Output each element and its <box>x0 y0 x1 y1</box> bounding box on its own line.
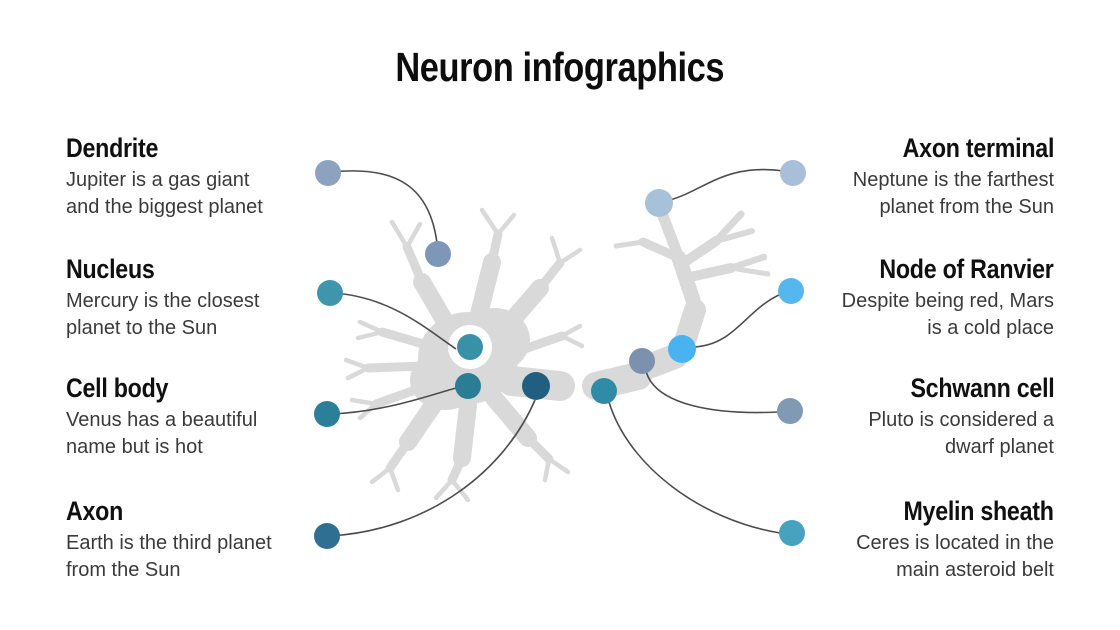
axon-terminal-marker-dot <box>645 189 673 217</box>
myelin-sheath-heading: Myelin sheath <box>903 496 1054 526</box>
dendrite-label-dot <box>315 160 341 186</box>
neuron-marker-dots <box>425 189 696 404</box>
axon-terminal-heading: Axon terminal <box>902 133 1055 163</box>
label-block-nucleus: Nucleus Mercury is the closest planet to… <box>66 254 356 342</box>
label-block-axon: Axon Earth is the third planet from the … <box>66 496 356 584</box>
node-of-ranvier-label-dot <box>778 278 804 304</box>
dendrite-marker-dot <box>425 241 451 267</box>
cell-body-label-dot <box>314 401 340 427</box>
label-dots <box>314 160 806 549</box>
axon-terminal-connector <box>669 168 785 201</box>
axon-terminal-label-dot <box>780 160 806 186</box>
label-block-myelin-sheath: Myelin sheath Ceres is located in the ma… <box>764 496 1054 584</box>
nucleus-label-dot <box>317 280 343 306</box>
neuron-silhouette <box>343 207 771 503</box>
nucleus-connector <box>331 292 457 350</box>
cell-body-heading: Cell body <box>66 373 169 403</box>
axon-label-dot <box>314 523 340 549</box>
myelin-sheath-marker-dot <box>591 378 617 404</box>
label-block-schwann-cell: Schwann cell Pluto is considered a dwarf… <box>764 373 1054 461</box>
node-of-ranvier-marker-dot <box>668 335 696 363</box>
axon-terminal-description: Neptune is the farthest planet from the … <box>852 169 1054 218</box>
node-of-ranvier-connector <box>693 293 782 348</box>
dendrite-heading: Dendrite <box>66 133 159 163</box>
axon-marker-dot <box>522 372 550 400</box>
axon-heading: Axon <box>66 496 124 526</box>
schwann-cell-marker-dot <box>629 348 655 374</box>
axon-description: Earth is the third planet from the Sun <box>66 532 272 581</box>
label-block-dendrite: Dendrite Jupiter is a gas giant and the … <box>66 133 356 221</box>
axon-connector <box>329 399 536 537</box>
cell-body-marker-dot <box>455 373 481 399</box>
label-block-cell-body: Cell body Venus has a beautiful name but… <box>66 373 356 461</box>
node-of-ranvier-description: Despite being red, Mars is a cold place <box>841 290 1054 339</box>
schwann-cell-heading: Schwann cell <box>909 373 1054 403</box>
node-of-ranvier-heading: Node of Ranvier <box>879 254 1054 284</box>
label-block-node-of-ranvier: Node of Ranvier Despite being red, Mars … <box>764 254 1055 342</box>
cell-body-description: Venus has a beautiful name but is hot <box>66 409 258 458</box>
cell-body-connector <box>329 387 457 415</box>
dendrite-description: Jupiter is a gas giant and the biggest p… <box>66 169 263 218</box>
schwann-cell-description: Pluto is considered a dwarf planet <box>868 409 1054 458</box>
schwann-cell-label-dot <box>777 398 803 424</box>
schwann-cell-connector <box>645 370 779 414</box>
dendrite-connector <box>331 170 438 244</box>
nucleus-heading: Nucleus <box>66 254 155 284</box>
label-block-axon-terminal: Axon terminal Neptune is the farthest pl… <box>764 133 1054 221</box>
nucleus-description: Mercury is the closest planet to the Sun <box>66 290 260 339</box>
nucleus-marker-dot <box>457 334 483 360</box>
myelin-sheath-connector <box>608 401 781 534</box>
connector-lines <box>329 168 785 537</box>
page-title: Neuron infographics <box>395 44 725 90</box>
myelin-sheath-description: Ceres is located in the main asteroid be… <box>856 532 1054 581</box>
myelin-sheath-label-dot <box>779 520 805 546</box>
